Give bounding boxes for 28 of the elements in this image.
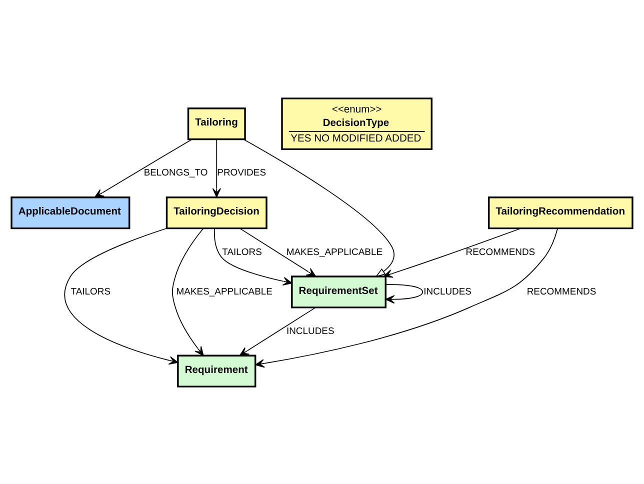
edge-label: RECOMMENDS bbox=[466, 246, 536, 258]
edge-label: MAKES_APPLICABLE bbox=[176, 286, 272, 297]
node-box: RequirementSet bbox=[291, 275, 386, 308]
edge-label: INCLUDES bbox=[286, 325, 334, 336]
node-box: Requirement bbox=[177, 354, 256, 387]
arrow bbox=[243, 138, 394, 277]
arrow bbox=[94, 138, 192, 198]
arrow bbox=[383, 227, 522, 278]
arrow bbox=[212, 138, 221, 198]
node-box: ApplicableDocument bbox=[10, 196, 130, 229]
arrow bbox=[255, 228, 558, 368]
arrow bbox=[239, 306, 316, 356]
edge-label: MAKES_APPLICABLE bbox=[286, 246, 383, 258]
node-box: TailoringDecision bbox=[166, 196, 268, 229]
edge-label: PROVIDES bbox=[217, 167, 266, 178]
arrow bbox=[172, 227, 204, 356]
edge-label: TAILORS bbox=[70, 286, 111, 297]
node-box: <<enum>> DecisionType YES NO MODIFIED ADDED bbox=[281, 97, 433, 150]
arrow bbox=[64, 227, 178, 364]
edge-label: RECOMMENDS bbox=[526, 286, 596, 297]
edge-label: INCLUDES bbox=[424, 286, 472, 297]
arrow bbox=[214, 227, 292, 286]
arrow bbox=[385, 284, 424, 304]
edge-label: TAILORS bbox=[222, 246, 262, 258]
node-box: TailoringRecommendation bbox=[488, 196, 634, 229]
arrow bbox=[239, 228, 316, 276]
edge-label: BELONGS_TO bbox=[144, 167, 208, 178]
node-box: Tailoring bbox=[187, 106, 246, 140]
